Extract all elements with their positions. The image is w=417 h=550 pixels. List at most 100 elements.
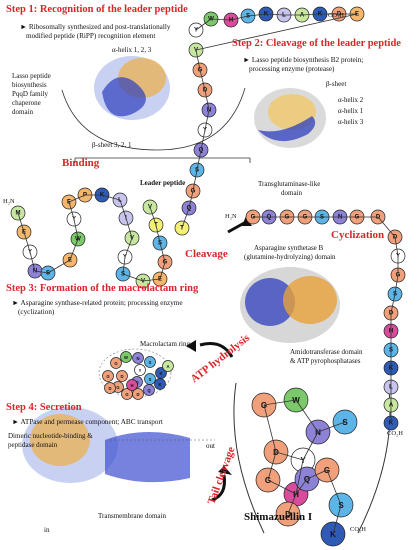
residue-d: D	[116, 370, 128, 382]
label-asnb-1: Asparagine synthetase B	[254, 244, 324, 252]
bond	[122, 273, 144, 282]
bond	[275, 451, 304, 461]
residue-circle	[110, 357, 122, 369]
label-lasso-chaperone-4: chaperone	[12, 99, 41, 107]
residue-letter: H	[229, 17, 233, 23]
residue-circle	[102, 370, 114, 382]
terminus-cyc-co2h: CO₂H	[387, 430, 403, 437]
bond	[394, 236, 399, 257]
bond	[17, 212, 25, 233]
residue-g: G	[102, 370, 114, 382]
asparagine-synthetase-protein-image	[240, 267, 340, 343]
leader-chain: MEYNSEWYEPKLIVYSVEGSTV	[10, 187, 173, 289]
residue-letter: A	[166, 364, 169, 369]
residue-n: N	[132, 352, 144, 364]
residue-letter: K	[330, 530, 336, 539]
label-alpha-helix-2: α-helix 2	[338, 96, 364, 104]
bond	[317, 421, 346, 433]
bond	[68, 194, 86, 203]
residue-y: Y	[134, 364, 146, 376]
bond	[73, 218, 79, 240]
bond	[210, 18, 232, 21]
label-cleavage: Cleavage	[185, 248, 228, 260]
label-dimeric-1: Dimeric nucleotide-binding &	[8, 432, 93, 440]
bond	[247, 13, 267, 17]
residue-circle	[132, 388, 144, 400]
label-beta-sheet-321: β-sheet 3, 2, 1	[92, 141, 132, 149]
bond	[332, 504, 342, 535]
bond	[267, 451, 277, 481]
label-transmembrane: Transmembrane domain	[98, 512, 166, 520]
label-lasso-chaperone-2: biosynthesis	[12, 81, 47, 89]
residue-letter: H	[130, 383, 133, 388]
chain-bonds	[17, 13, 399, 535]
residue-letter: G	[114, 361, 117, 366]
label-step4: Step 4: Secretion	[6, 402, 82, 413]
label-step2: Step 2: Cleavage of the leader peptide	[232, 38, 401, 49]
bond	[394, 274, 399, 295]
terminus-shim-co2h: CO₂H	[350, 526, 366, 533]
bond	[47, 259, 71, 274]
macrolactam-ring-scheme	[98, 348, 172, 398]
label-atp-hydrolysis: ATP hydrolysis	[188, 331, 252, 385]
residue-s: S	[144, 356, 156, 368]
bond	[267, 479, 297, 495]
bond	[195, 13, 358, 51]
residue-letter: K	[159, 371, 162, 376]
bond	[200, 129, 206, 151]
bond	[159, 242, 166, 263]
label-lasso-chaperone-5: domain	[12, 108, 33, 116]
label-transglut-1: Transglutaminase-like	[258, 180, 320, 188]
bond	[122, 256, 126, 275]
bond	[204, 89, 210, 111]
bond	[119, 199, 127, 219]
bond	[287, 493, 297, 515]
label-cyclization: Cyclization	[331, 229, 384, 241]
protein-images	[22, 56, 340, 483]
residue-letter: D	[136, 392, 139, 397]
residue-letter: S	[149, 377, 152, 382]
bond	[155, 224, 161, 244]
bond	[29, 251, 36, 272]
residue-circle	[144, 356, 156, 368]
residue-letter: G	[106, 374, 109, 379]
label-beta-sheet: β-sheet	[326, 80, 346, 88]
bond	[195, 18, 212, 31]
bond	[101, 194, 121, 201]
label-alpha-helix-123: α-helix 1, 2, 3	[112, 46, 152, 54]
label-tail-cleavage: Tail cleavage	[206, 445, 238, 506]
top-chain-bonds	[181, 13, 358, 229]
residue-circle	[154, 378, 166, 390]
bond	[326, 469, 342, 506]
residue-q: Q	[143, 384, 155, 396]
label-out: out	[206, 442, 215, 450]
label-macrolactam-ring: Macrolactam ring	[140, 340, 190, 348]
label-step3: Step 3: Formation of the macrolactam rin…	[6, 283, 199, 294]
leader-chain-bonds	[17, 194, 166, 282]
residue-letter: G	[116, 385, 119, 390]
label-step2-desc2: processing enzyme (protease)	[249, 65, 335, 73]
residue-w: W	[120, 351, 132, 363]
residue-letter: Y	[194, 27, 198, 33]
bond	[295, 459, 304, 495]
terminus-top-co2h: CO₂H	[328, 12, 344, 19]
bond	[301, 13, 321, 16]
residue-g: G	[110, 357, 122, 369]
residue-h: H	[126, 379, 138, 391]
bond	[295, 399, 319, 433]
label-transglut-2: domain	[281, 189, 302, 197]
residue-letter: V	[141, 278, 145, 284]
residue-d: D	[132, 388, 144, 400]
residue-letter: Q	[147, 388, 151, 393]
bond	[196, 149, 202, 171]
residue-letter: K	[158, 382, 161, 387]
residue-letter: S	[342, 418, 348, 427]
bond	[263, 404, 277, 453]
shimazuellin-chain-bonds	[263, 399, 346, 535]
residue-s: S	[144, 373, 156, 385]
label-amido-2: & ATP pyrophosphatases	[290, 357, 361, 365]
terminus-leader-h2n: H₂N	[3, 198, 15, 205]
chaperone-protein-image	[94, 56, 170, 120]
bond	[34, 270, 49, 274]
